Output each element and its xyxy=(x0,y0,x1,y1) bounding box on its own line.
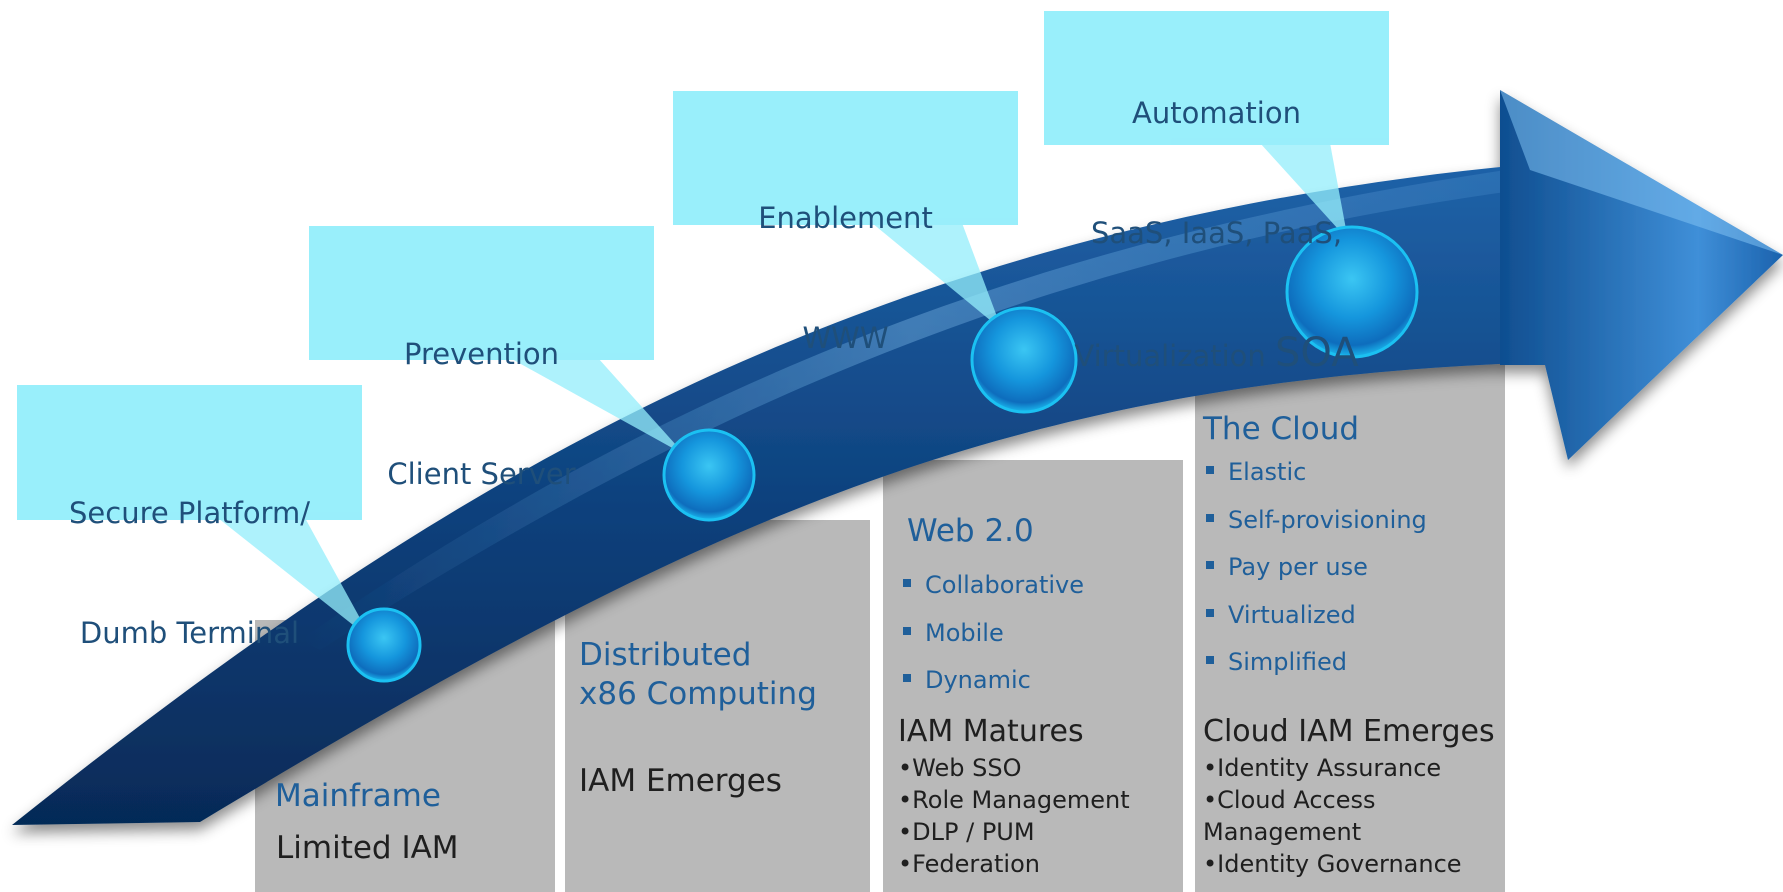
detail-item: •Identity Assurance xyxy=(1203,754,1442,782)
stage-distributed-title: Distributed x86 Computing xyxy=(579,637,817,712)
web20-details: •Web SSO •Role Management •DLP / PUM •Fe… xyxy=(898,752,1130,880)
callout-4-line1: Automation xyxy=(1132,96,1301,130)
callout-2 xyxy=(309,226,685,455)
callout-3-text: Enablement WWW xyxy=(673,118,1018,398)
callout-4-soa: SOA xyxy=(1275,330,1359,376)
detail-item: •Cloud Access Management xyxy=(1203,786,1376,846)
detail-item: •Role Management xyxy=(898,786,1130,814)
cloud-bullets: Elastic Self-provisioning Pay per use Vi… xyxy=(1206,457,1427,695)
callout-1 xyxy=(17,385,372,640)
bullet-item: Pay per use xyxy=(1206,552,1427,600)
bullet-square-icon xyxy=(903,626,911,635)
callout-2-line1: Prevention xyxy=(403,337,560,371)
web20-bullets: Collaborative Mobile Dynamic xyxy=(903,570,1084,713)
stage-cloud-title: The Cloud xyxy=(1203,411,1360,447)
bullet-item: Collaborative xyxy=(903,570,1084,618)
node-orb-2 xyxy=(662,428,756,522)
bullet-item: Elastic xyxy=(1206,457,1427,505)
bullet-square-icon xyxy=(903,674,911,682)
bullet-square-icon xyxy=(1206,513,1214,522)
bullet-text: Dynamic xyxy=(925,666,1031,694)
callout-4-line3-text: Virtualization xyxy=(1074,339,1266,373)
bullet-text: Simplified xyxy=(1228,648,1347,676)
callout-3-line2: WWW xyxy=(802,321,889,355)
callout-3-line1: Enablement xyxy=(758,201,933,235)
detail-item: •DLP / PUM xyxy=(898,818,1035,846)
bullet-item: Self-provisioning xyxy=(1206,505,1427,553)
cloud-details: •Identity Assurance •Cloud Access Manage… xyxy=(1203,752,1503,880)
bullet-square-icon xyxy=(903,579,911,587)
detail-item: •Federation xyxy=(898,850,1040,878)
bullet-square-icon xyxy=(1206,466,1214,474)
detail-item: •Web SSO xyxy=(898,754,1022,782)
bullet-item: Virtualized xyxy=(1206,600,1427,648)
callout-1-line1: Secure Platform/ xyxy=(69,496,310,530)
bullet-item: Dynamic xyxy=(903,665,1084,713)
callout-1-line2: Dumb Terminal xyxy=(79,616,300,650)
callout-4 xyxy=(1044,11,1389,240)
stage-distributed-sub: IAM Emerges xyxy=(579,763,782,799)
bullet-text: Virtualized xyxy=(1228,600,1356,629)
bullet-text: Self-provisioning xyxy=(1228,505,1427,534)
callout-4-line2: SaaS, IaaS, PaaS, xyxy=(1090,216,1343,250)
column-web20 xyxy=(883,460,1183,892)
bullet-text: Mobile xyxy=(925,618,1004,647)
column-cloud xyxy=(1195,330,1505,892)
node-orb-1 xyxy=(346,607,422,683)
bullet-item: Simplified xyxy=(1206,647,1427,695)
detail-item: •Identity Governance xyxy=(1203,850,1462,878)
callout-4-text: Automation SaaS, IaaS, PaaS, Virtualizat… xyxy=(1044,13,1389,416)
node-orb-3 xyxy=(970,306,1078,414)
bullet-square-icon xyxy=(1206,608,1214,617)
bullet-text: Elastic xyxy=(1228,458,1307,486)
callout-4-line3: Virtualization SOA xyxy=(1044,333,1389,376)
stage-mainframe-sub: Limited IAM xyxy=(276,830,459,866)
web20-subhead: IAM Matures xyxy=(898,714,1084,749)
callout-2-line2: Client Server xyxy=(387,457,576,491)
bullet-text: Pay per use xyxy=(1228,553,1368,581)
bullet-text: Collaborative xyxy=(925,571,1085,599)
node-orb-4 xyxy=(1285,225,1419,359)
bullet-square-icon xyxy=(1206,656,1214,664)
cloud-subhead: Cloud IAM Emerges xyxy=(1203,714,1495,749)
bullet-item: Mobile xyxy=(903,618,1084,666)
stage-mainframe-title: Mainframe xyxy=(275,778,441,814)
bullet-square-icon xyxy=(1206,561,1214,569)
callout-2-text: Prevention Client Server xyxy=(309,254,654,534)
callout-1-text: Secure Platform/ Dumb Terminal xyxy=(17,413,362,693)
stage-web20-title: Web 2.0 xyxy=(907,513,1034,549)
callout-3 xyxy=(673,91,1018,330)
